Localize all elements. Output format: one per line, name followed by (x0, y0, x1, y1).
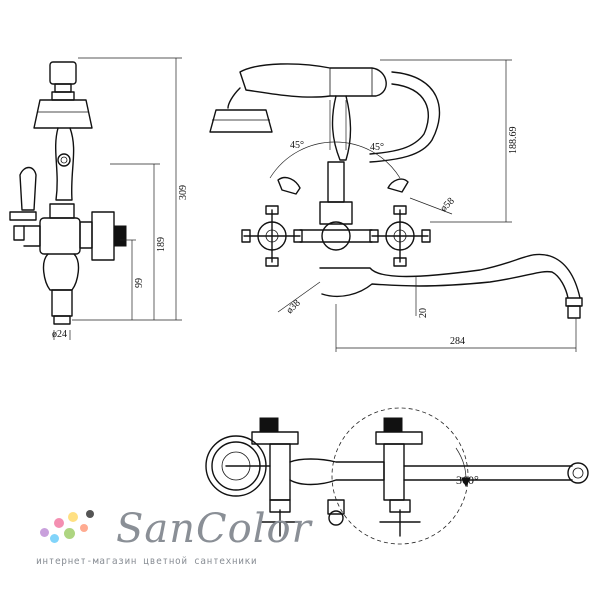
dim-front-spout-height: 20 (418, 308, 429, 318)
logo-dot (68, 512, 78, 522)
logo-dot (80, 524, 88, 532)
dim-side-height-mid: 189 (156, 237, 167, 252)
dim-front-shower-height: 188.69 (508, 127, 519, 155)
logo-dot (50, 534, 59, 543)
front-view (209, 59, 583, 352)
dim-front-spout-length: 284 (450, 336, 465, 347)
dim-front-angle-right: 45° (370, 142, 384, 153)
side-view (9, 57, 182, 340)
brand-logo: SanColor интернет-магазин цветной сантех… (36, 506, 311, 578)
logo-dot (86, 510, 94, 518)
dim-front-angle-left: 45° (290, 140, 304, 151)
dim-side-diameter: ø24 (52, 329, 67, 340)
dim-front-body-dia: ø38 (284, 298, 302, 316)
logo-dot (64, 528, 75, 539)
logo-dot (54, 518, 64, 528)
top-view (205, 407, 589, 545)
dim-front-handle-dia: ø58 (438, 196, 456, 214)
dim-side-height-low: 99 (134, 278, 145, 288)
logo-dot (40, 528, 49, 537)
dim-top-rotation: 360° (456, 473, 479, 487)
dim-side-height-total: 309 (178, 185, 189, 200)
logo-wordmark: SanColor (116, 506, 312, 552)
logo-tagline: интернет-магазин цветной сантехники (36, 556, 258, 567)
